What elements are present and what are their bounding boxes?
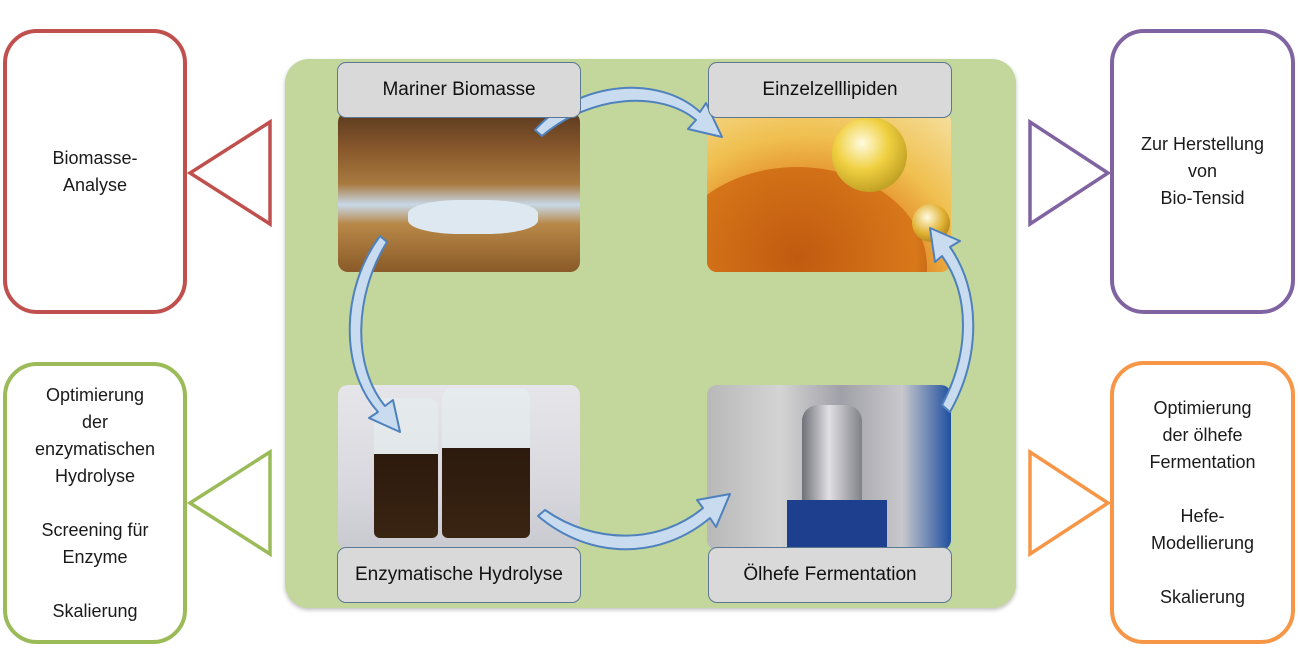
fermentation-opt-line-4: Hefe- — [1180, 505, 1225, 526]
biotensid-box: Zur Herstellung von Bio-Tensid — [1110, 29, 1295, 314]
fermentation-opt-line-5: Modellierung — [1150, 532, 1255, 553]
biomass-analysis-box: Biomasse- Analyse — [3, 29, 187, 314]
hydrolysis-bottles-photo — [338, 385, 580, 550]
stage-label-fermentation: Ölhefe Fermentation — [708, 547, 952, 603]
stage-label-hydrolysis: Enzymatische Hydrolyse — [337, 547, 581, 603]
hydrolysis-opt-line-4: Hydrolyse — [54, 465, 136, 486]
water-pool — [408, 200, 538, 234]
biotensid-line-2: von — [1187, 161, 1218, 181]
biotensid-line-1: Zur Herstellung — [1140, 134, 1265, 154]
fermentation-opt-line-2: der ölhefe — [1162, 424, 1243, 445]
hydrolysis-opt-line-3: enzymatischen — [34, 438, 156, 459]
analysis-pointer-icon — [186, 118, 272, 228]
arrow-fermentation-to-lipid — [929, 227, 975, 413]
fermenter-base — [787, 500, 887, 548]
hydrolysis-pointer-icon — [186, 448, 272, 558]
stage-label-lipid: Einzelzelllipiden — [708, 62, 952, 118]
fermenter-photo — [707, 385, 951, 550]
stage-label-biomass: Mariner Biomasse — [337, 62, 581, 118]
fermentation-opt-line-3: Fermentation — [1149, 451, 1256, 472]
hydrolysis-opt-line-7: Skalierung — [52, 600, 138, 621]
arrow-biomass-to-hydrolysis — [348, 235, 401, 433]
hydrolysis-opt-line-5: Screening für — [41, 519, 149, 540]
hydrolysis-opt-line-1: Optimierung — [45, 384, 145, 405]
lipid-droplets-photo — [707, 112, 951, 272]
fermentation-pointer-icon — [1028, 448, 1112, 558]
biomass-analysis-line-1: Biomasse- — [52, 147, 138, 168]
hydrolysis-optimization-box: Optimierung der enzymatischen Hydrolyse … — [3, 362, 187, 644]
biotensid-pointer-icon — [1028, 118, 1112, 228]
droplet — [832, 117, 907, 192]
arrow-biomass-to-lipid — [534, 86, 723, 138]
fermentation-opt-line-6: Skalierung — [1159, 586, 1246, 607]
fermentation-opt-line-1: Optimierung — [1153, 397, 1252, 418]
arrow-hydrolysis-to-fermentation — [537, 493, 731, 551]
hydrolysis-opt-line-6: Enzyme — [62, 546, 128, 567]
fermentation-optimization-box: Optimierung der ölhefe Fermentation Hefe… — [1110, 361, 1295, 644]
biomass-analysis-line-2: Analyse — [62, 174, 128, 195]
hydrolysis-opt-line-2: der — [81, 411, 108, 432]
bottle — [442, 388, 530, 538]
biotensid-line-3: Bio-Tensid — [1160, 188, 1245, 208]
